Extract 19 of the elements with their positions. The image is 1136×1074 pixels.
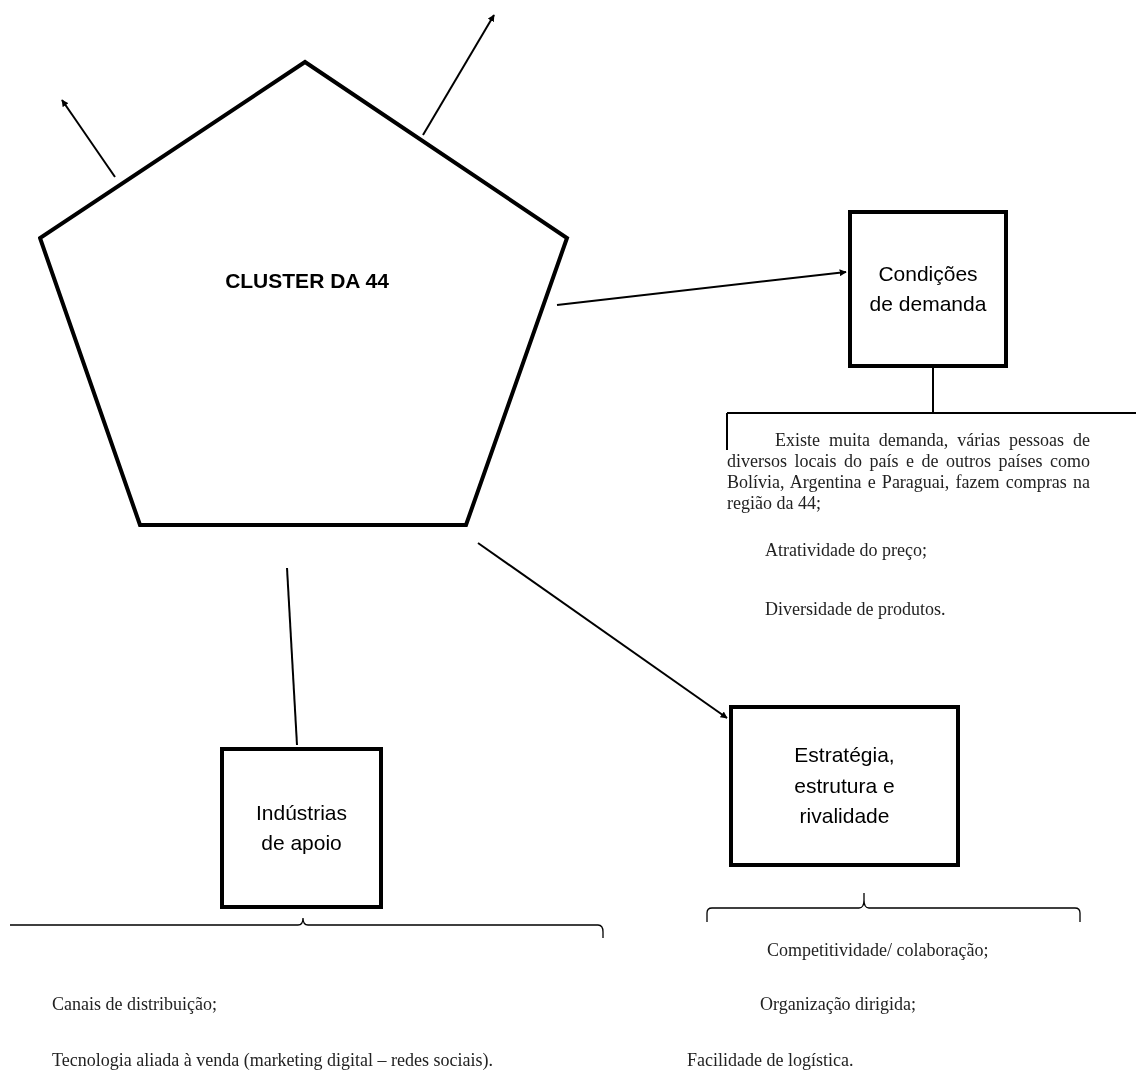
arrow: [477, 542, 728, 719]
note-text: Canais de distribuição;: [52, 994, 218, 1015]
arrow: [556, 269, 847, 306]
note-text: Diversidade de produtos.: [765, 599, 947, 620]
note-text: Existe muita demanda, várias pessoas de diversos locais do país e de outros países como Bolívia, Argentina e Paraguai, fazem compras na região da 44;: [727, 430, 1090, 514]
process-box: [729, 705, 960, 867]
box-label: Indústrias de apoio: [254, 799, 348, 856]
note-text: Atratividade do preço;: [765, 540, 928, 561]
note-text: Organização dirigida;: [760, 994, 918, 1015]
box-label: Condições de demanda: [868, 260, 988, 317]
arrow: [61, 99, 116, 178]
process-box: [848, 210, 1008, 368]
process-box: [220, 747, 383, 909]
note-text: Tecnologia aliada à venda (marketing digital – redes sociais).: [52, 1050, 495, 1071]
note-text: Facilidade de logística.: [687, 1050, 855, 1071]
node-title: CLUSTER DA 44: [224, 268, 390, 294]
box-label: Estratégia, estrutura e rivalidade: [793, 742, 896, 830]
arrow: [422, 14, 495, 136]
note-text: Competitividade/ colaboração;: [767, 940, 990, 961]
